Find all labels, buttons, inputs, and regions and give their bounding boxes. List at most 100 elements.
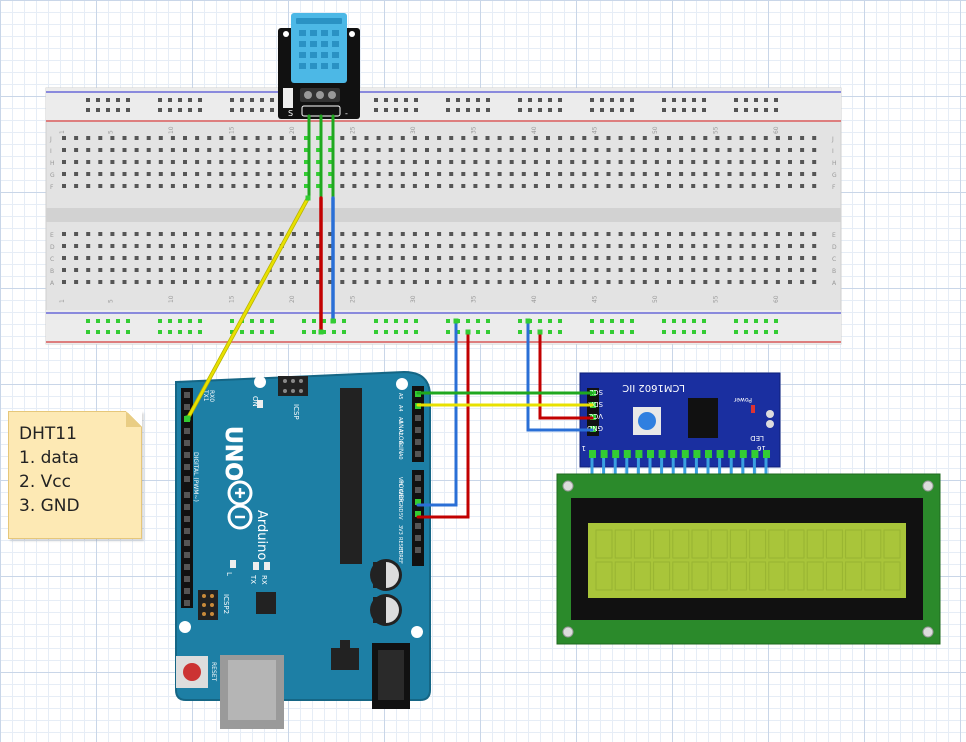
breadboard-hole — [667, 160, 671, 164]
lcd-cell — [614, 529, 632, 559]
breadboard-hole — [340, 232, 345, 236]
breadboard-hole — [291, 256, 296, 260]
breadboard-hole — [485, 160, 490, 164]
breadboard-hole — [122, 244, 127, 248]
rail-hole — [394, 98, 398, 102]
breadboard-hole — [279, 148, 284, 152]
rail-hole — [384, 330, 388, 334]
rail-hole — [302, 330, 306, 334]
breadboard-hole — [630, 256, 635, 260]
analog-pin-label: A1 — [397, 441, 403, 448]
rail-hole — [230, 330, 234, 334]
i2c-lcd-pin — [647, 450, 654, 458]
rail-hole — [476, 108, 480, 112]
breadboard-hole — [304, 160, 308, 164]
breadboard-hole — [449, 256, 454, 260]
breadboard-hole — [316, 280, 321, 284]
breadboard-hole — [751, 160, 756, 164]
rail-hole — [86, 108, 90, 112]
breadboard-hole — [570, 268, 575, 272]
l-label: L — [225, 572, 233, 576]
rail-hole — [774, 319, 778, 323]
breadboard-hole — [800, 244, 805, 248]
i2c-lcd-pin — [623, 450, 631, 458]
breadboard-hole — [775, 280, 780, 284]
breadboard-hole — [291, 184, 296, 188]
lcd-cell — [864, 561, 882, 591]
column-number: 10 — [168, 126, 175, 134]
breadboard-hole — [800, 160, 805, 164]
rail-hole — [126, 330, 130, 334]
power-pin-label: 3V3 — [397, 525, 403, 535]
lcd-cell — [653, 561, 671, 591]
breadboard-hole — [727, 148, 732, 152]
breadboard-hole — [679, 160, 684, 164]
breadboard-hole — [582, 160, 587, 164]
breadboard-hole — [437, 148, 442, 152]
rail-hole — [270, 108, 274, 112]
breadboard-hole — [219, 136, 224, 140]
breadboard-hole — [279, 160, 284, 164]
breadboard-hole — [437, 136, 442, 140]
breadboard-hole — [618, 160, 623, 164]
breadboard-hole — [219, 160, 224, 164]
rail-hole — [178, 330, 182, 334]
breadboard-hole — [618, 244, 623, 248]
breadboard-hole — [618, 172, 623, 176]
breadboard-hole — [521, 172, 526, 176]
row-letter: J — [831, 136, 834, 143]
breadboard-hole — [328, 244, 333, 248]
breadboard-hole — [437, 268, 442, 272]
lcd-cell — [806, 529, 824, 559]
row-letter: A — [832, 280, 837, 287]
rail-hole — [126, 319, 130, 323]
breadboard-hole — [521, 160, 526, 164]
rail-hole — [302, 319, 306, 323]
breadboard-hole — [654, 280, 659, 284]
breadboard-hole — [86, 148, 91, 152]
breadboard-hole — [775, 172, 780, 176]
breadboard-hole — [231, 136, 236, 140]
breadboard-hole — [412, 256, 417, 260]
breadboard-hole — [691, 280, 696, 284]
breadboard-hole — [533, 184, 538, 188]
rail-hole — [158, 330, 162, 334]
rail-hole — [518, 108, 522, 112]
rail-hole — [446, 108, 450, 112]
breadboard-hole — [521, 136, 526, 140]
lcd-cell — [729, 529, 747, 559]
breadboard-hole — [352, 232, 357, 236]
breadboard-hole — [703, 244, 708, 248]
breadboard-hole — [546, 172, 550, 176]
rail-hole — [250, 98, 254, 102]
rail-hole — [198, 330, 202, 334]
rail-hole — [538, 98, 542, 102]
breadboard-hole — [255, 280, 260, 284]
breadboard-hole — [158, 148, 163, 152]
breadboard-hole — [376, 244, 381, 248]
breadboard-hole — [654, 232, 659, 236]
rail-hole — [630, 108, 634, 112]
rail-hole — [240, 98, 244, 102]
rail-hole — [260, 108, 264, 112]
analog-pin-label: A5 — [397, 393, 403, 400]
breadboard-hole — [412, 160, 417, 164]
breadboard-hole — [533, 244, 538, 248]
row-letter: F — [50, 184, 54, 191]
breadboard-hole — [195, 148, 200, 152]
breadboard-hole — [110, 136, 115, 140]
rail-hole — [630, 98, 634, 102]
breadboard-hole — [703, 256, 708, 260]
lcd-cell — [691, 561, 709, 591]
lcd-cell — [768, 561, 786, 591]
breadboard-hole — [473, 184, 478, 188]
breadboard-hole — [219, 172, 224, 176]
breadboard-hole — [352, 172, 357, 176]
breadboard-hole — [267, 232, 272, 236]
breadboard-hole — [521, 256, 526, 260]
breadboard: 1155101015152020252530303535404045455050… — [45, 87, 842, 345]
rail-hole — [610, 108, 614, 112]
breadboard-hole — [328, 184, 333, 188]
breadboard-hole — [388, 172, 393, 176]
breadboard-hole — [195, 280, 200, 284]
